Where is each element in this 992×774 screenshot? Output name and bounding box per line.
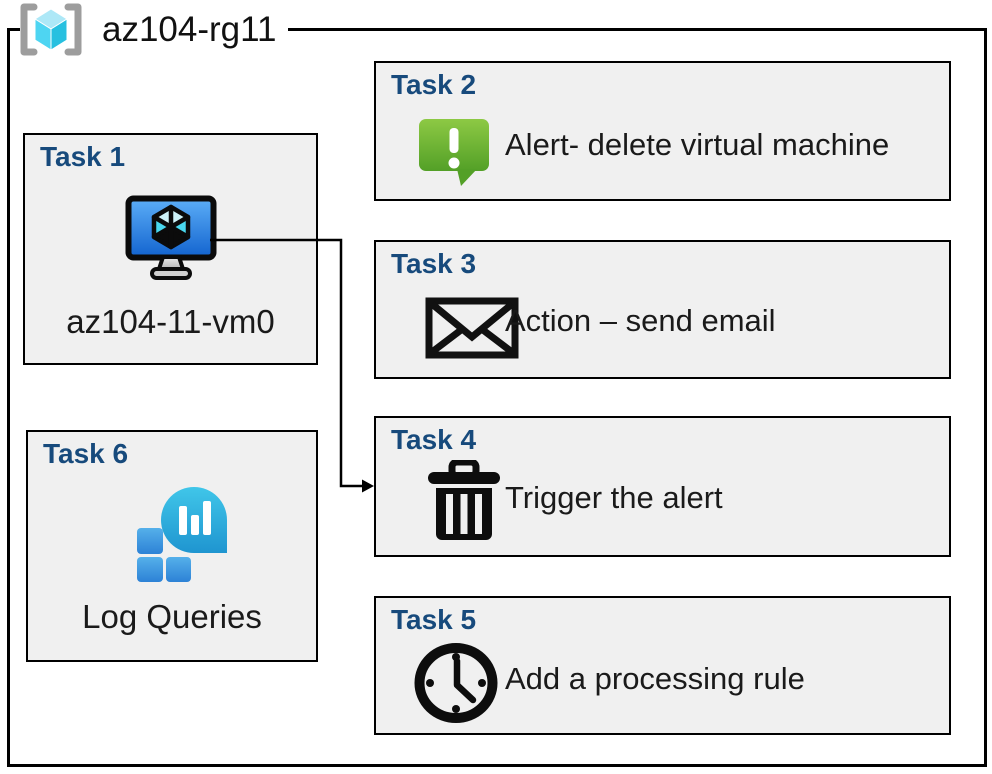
task1-label: az104-11-vm0 <box>66 303 275 340</box>
task5-label: Add a processing rule <box>505 661 805 696</box>
task6-box: Task 6 Log Queries <box>26 430 318 662</box>
task1-box: Task 1 az104-11-vm0 <box>23 133 318 365</box>
email-icon <box>425 297 519 359</box>
task5-box: Task 5 Add a processing rule <box>374 596 951 735</box>
task3-box: Task 3 Action – send email <box>374 240 951 379</box>
log-analytics-icon <box>137 487 227 582</box>
resource-group-boundary <box>7 28 987 767</box>
resource-group-icon <box>20 3 82 56</box>
task3-label: Action – send email <box>505 303 776 338</box>
task4-label: Trigger the alert <box>505 480 723 515</box>
task1-title: Task 1 <box>40 141 126 172</box>
clock-icon <box>414 643 498 723</box>
task4-title: Task 4 <box>391 424 477 455</box>
trash-icon <box>428 460 500 540</box>
resource-group-label: az104-rg11 <box>102 10 277 49</box>
task2-title: Task 2 <box>391 69 477 100</box>
task6-label: Log Queries <box>82 598 262 635</box>
alert-message-icon <box>419 119 489 186</box>
task5-title: Task 5 <box>391 604 477 635</box>
border-gap-mask <box>20 23 288 36</box>
virtual-machine-icon <box>125 195 217 280</box>
task6-title: Task 6 <box>43 438 129 469</box>
task2-box: Task 2 Alert- delete virtual machine <box>374 61 951 201</box>
task4-box: Task 4 Trigger the alert <box>374 416 951 557</box>
task3-title: Task 3 <box>391 248 477 279</box>
task2-label: Alert- delete virtual machine <box>505 127 890 162</box>
